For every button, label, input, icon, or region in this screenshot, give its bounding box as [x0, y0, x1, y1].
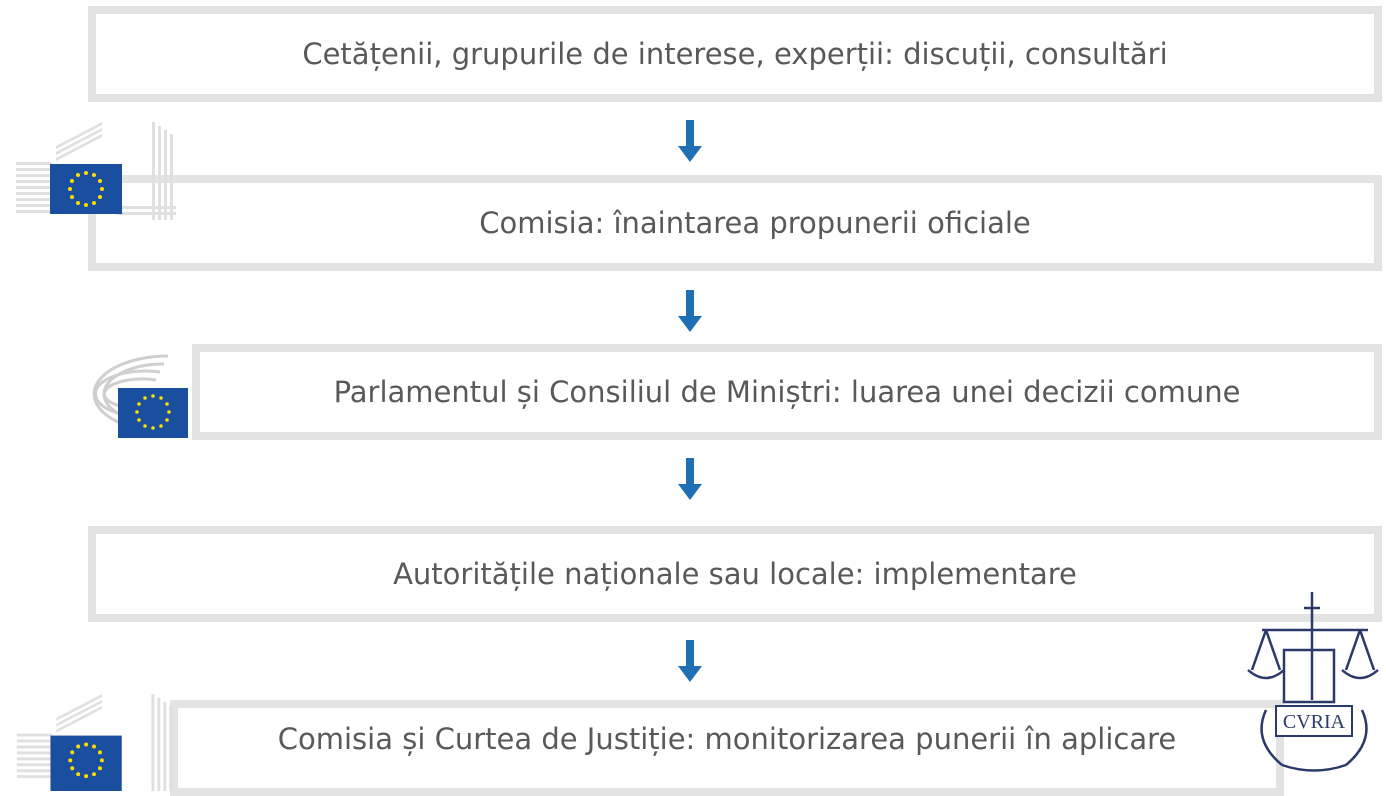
step-box-4: Autoritățile naționale sau locale: imple…	[88, 526, 1382, 622]
step-box-5: Comisia și Curtea de Justiție: monitoriz…	[170, 700, 1284, 796]
court-logo-text: CVRIA	[1283, 711, 1346, 733]
down-arrow-icon	[678, 290, 702, 332]
down-arrow-icon	[678, 458, 702, 500]
european-commission-logo	[16, 694, 173, 791]
step-label-1: Cetățenii, grupurile de interese, experț…	[302, 37, 1168, 71]
court-of-justice-logo: CVRIA	[1247, 592, 1379, 772]
down-arrow-icon	[678, 640, 702, 682]
european-parliament-logo	[92, 354, 188, 438]
step-label-5: Comisia și Curtea de Justiție: monitoriz…	[277, 722, 1177, 756]
european-commission-logo	[16, 122, 176, 220]
step-label-4: Autoritățile naționale sau locale: imple…	[393, 557, 1077, 591]
down-arrow-icon	[678, 120, 702, 162]
step-label-2: Comisia: înaintarea propunerii oficiale	[479, 206, 1031, 240]
step-label-3: Parlamentul și Consiliul de Miniștri: lu…	[333, 375, 1241, 409]
step-box-1: Cetățenii, grupurile de interese, experț…	[88, 6, 1382, 102]
step-box-2: Comisia: înaintarea propunerii oficiale	[88, 175, 1382, 271]
step-box-3: Parlamentul și Consiliul de Miniștri: lu…	[192, 344, 1382, 440]
